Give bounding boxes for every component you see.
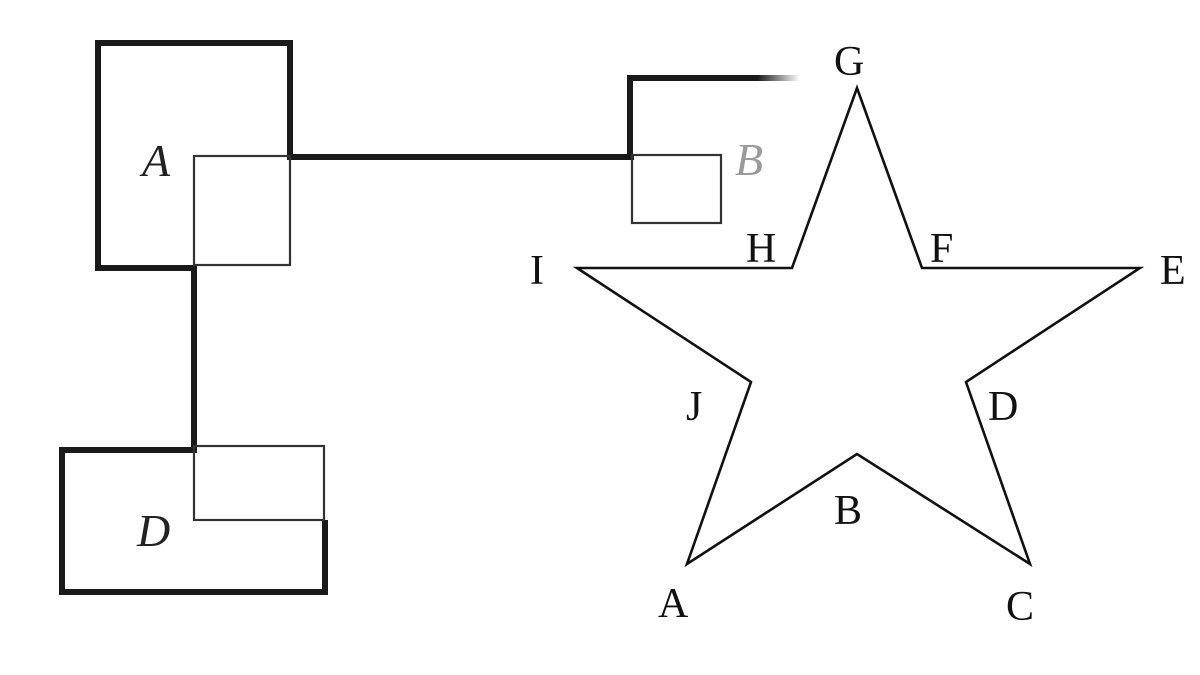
label-d: D bbox=[136, 505, 170, 556]
label-b: B bbox=[735, 134, 763, 185]
star-label-c: C bbox=[1006, 584, 1034, 630]
star-figure: G F E D C B A J I H bbox=[530, 39, 1186, 630]
star-label-g: G bbox=[834, 39, 864, 85]
box-b-thin-inner bbox=[630, 153, 723, 225]
star-outline bbox=[572, 84, 1145, 568]
box-d-thin-inner bbox=[192, 444, 326, 522]
left-figure: A B D bbox=[59, 40, 800, 595]
star-label-i: I bbox=[530, 248, 544, 294]
star-label-j: J bbox=[686, 384, 702, 430]
box-a-thin-inner bbox=[192, 154, 292, 267]
box-b-thick-frame bbox=[627, 75, 800, 157]
star-label-e: E bbox=[1160, 248, 1186, 294]
star-label-f: F bbox=[930, 226, 953, 272]
star-label-h: H bbox=[746, 226, 776, 272]
label-a: A bbox=[139, 135, 171, 186]
box-a-thick-frame bbox=[95, 40, 293, 271]
star-label-d: D bbox=[988, 384, 1018, 430]
star-label-b: B bbox=[834, 488, 862, 534]
star-label-a: A bbox=[658, 581, 689, 627]
box-d-thick-frame bbox=[59, 447, 328, 595]
